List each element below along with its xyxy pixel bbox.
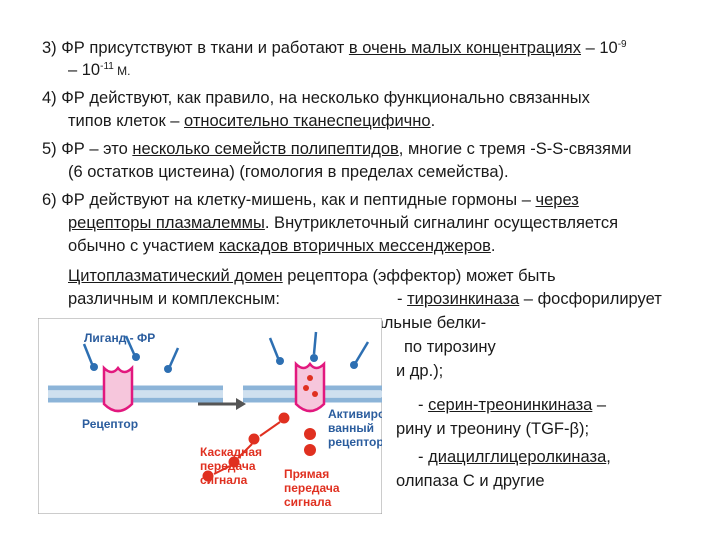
- receptor-shape: [102, 364, 134, 413]
- ligand-label: Лиганд - ФР: [84, 331, 155, 345]
- text: рецептора (эффектор) может быть: [282, 267, 556, 285]
- text: .: [490, 237, 496, 255]
- underlined-text: серин-треонинкиназа: [428, 396, 593, 414]
- para-3-line-1: 3) ФР присутствуют в ткани и работают в …: [42, 38, 627, 58]
- text: обычно с участием: [68, 237, 219, 255]
- para-7-line-8: - диацилглицеролкиназа,: [418, 447, 611, 467]
- text: – 10: [68, 61, 101, 79]
- text: типов клеток –: [68, 112, 185, 130]
- exponent: -11: [100, 61, 114, 72]
- para-7-line-7: рину и треонину (TGF-β);: [396, 420, 590, 438]
- signal-cascade: [202, 412, 290, 482]
- direct-label: Прямая передача сигнала: [284, 467, 343, 509]
- ligand-icon: [268, 331, 370, 369]
- para-7-line-4: по тирозину: [404, 338, 496, 356]
- para-7-line-9: олипаза С и другие: [396, 471, 545, 491]
- receptor-label: Рецептор: [82, 417, 138, 431]
- text: олипаза С: [396, 472, 475, 490]
- text: и другие: [474, 472, 545, 490]
- underlined-text: несколько семейств полипептидов: [132, 140, 399, 158]
- text: -: [418, 448, 429, 466]
- para-5-line-2: (6 остатков цистеина) (гомология в преде…: [68, 163, 509, 181]
- activated-receptor-label: Активиро- ванный рецептор: [328, 407, 382, 449]
- underlined-text: в очень малых концентрациях: [348, 39, 581, 57]
- text: .: [430, 112, 436, 130]
- para-3-line-2: – 10-11 М.: [68, 60, 131, 81]
- figure-frame: [38, 318, 382, 514]
- para-7-line-5: и др.);: [396, 362, 444, 380]
- signal-direct: [304, 428, 316, 456]
- text: 3) ФР присутствуют в ткани и работают: [42, 39, 349, 57]
- exponent: -9: [617, 39, 627, 50]
- para-7-line-2a: различным и комплексным:: [68, 290, 280, 308]
- text: -: [397, 290, 408, 308]
- underlined-text: диацилглицеролкиназа: [428, 448, 607, 466]
- underlined-text: относительно тканеспецифично: [184, 112, 431, 130]
- para-6-line-3: обычно с участием каскадов вторичных мес…: [68, 236, 495, 256]
- text: – фосфорилирует: [519, 290, 662, 308]
- para-5-line-1: 5) ФР – это несколько семейств полипепти…: [42, 139, 632, 159]
- text: -: [418, 396, 429, 414]
- text: 6) ФР действуют на клетку-мишень, как и …: [42, 191, 536, 209]
- receptor-diagram: Лиганд - ФР Рецептор Активиро- ванный ре…: [38, 318, 382, 514]
- membrane-left: [48, 385, 223, 403]
- text: 5) ФР – это: [42, 140, 133, 158]
- text: . Внутриклеточный сигналинг осуществляет…: [264, 214, 619, 232]
- para-6-line-1: 6) ФР действуют на клетку-мишень, как и …: [42, 190, 579, 210]
- underlined-text: рецепторы плазмалеммы: [68, 214, 265, 232]
- arrow-icon: [198, 398, 246, 410]
- text: М.: [113, 64, 131, 78]
- text: , многие с тремя -S-S-связями: [398, 140, 632, 158]
- text: ,: [606, 448, 611, 466]
- para-6-line-2: рецепторы плазмалеммы. Внутриклеточный с…: [68, 213, 618, 233]
- para-7-line-6: - серин-треонинкиназа –: [418, 395, 606, 415]
- cascade-label: Каскадная передача сигнала: [200, 445, 265, 487]
- underlined-text: Цитоплазматический домен: [68, 267, 283, 285]
- underlined-text: через: [535, 191, 579, 209]
- text: – 10: [581, 39, 618, 57]
- para-4-line-1: 4) ФР действуют, как правило, на несколь…: [42, 89, 590, 107]
- para-7-line-1: Цитоплазматический домен рецептора (эффе…: [68, 266, 556, 286]
- underlined-text: каскадов вторичных мессенджеров: [218, 237, 491, 255]
- para-7-line-2b: - тирозинкиназа – фосфорилирует: [397, 289, 662, 309]
- para-4-line-2: типов клеток – относительно тканеспецифи…: [68, 111, 435, 131]
- text: –: [592, 396, 607, 414]
- activated-receptor-shape: [294, 360, 326, 413]
- ligand-icon: [82, 335, 180, 373]
- underlined-text: тирозинкиназа: [407, 290, 520, 308]
